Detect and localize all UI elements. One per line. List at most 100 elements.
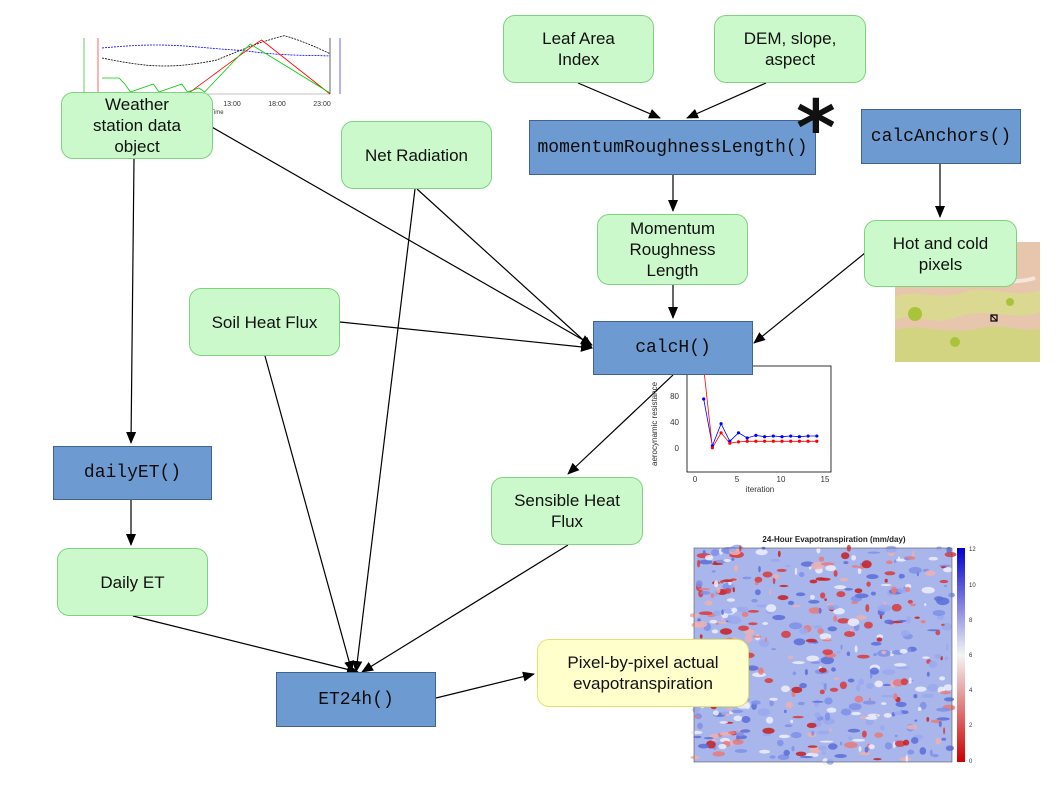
red-point [789,439,793,443]
et-map-patch [833,607,845,615]
et-map-patch [823,682,827,691]
et-map-patch [847,618,860,627]
xtick-0: 0 [693,475,698,484]
et-map-patch [849,628,853,632]
calc-h-function[interactable]: calcH() [593,321,753,375]
et-map-patch [718,743,727,750]
soil-heat-flux-node[interactable]: Soil Heat Flux [189,288,340,356]
red-point [745,439,749,443]
et-map-patch [817,628,824,634]
et-map-patch [915,686,927,692]
weather-station-node[interactable]: Weather station data object [61,92,213,159]
et-map-patch [777,595,789,601]
calc-anchors-function[interactable]: calcAnchors() [861,109,1021,164]
et-map-patch [690,755,700,760]
et-map-patch [711,739,717,742]
et-map-patch [795,751,807,757]
et-map-patch [911,737,919,744]
et-map-patch [754,582,759,586]
et-map-patch [904,557,910,561]
et-map-patch [926,671,930,677]
et-map-patch [776,568,787,572]
sensible-heat-flux-node[interactable]: Sensible Heat Flux [491,477,643,545]
et-map-patch [734,749,748,753]
hot-cold-pixels-node[interactable]: Hot and cold pixels [864,220,1017,287]
edge-dailyet-et24 [132,615,359,675]
et-map-patch [936,707,951,712]
daily-et-node[interactable]: Daily ET [57,548,208,616]
net-radiation-node[interactable]: Net Radiation [341,121,492,189]
et-map-patch [884,571,896,576]
et-map-patch [755,549,768,556]
et-map-patch [772,574,780,579]
et-map-patch [894,663,907,667]
blue-point [745,436,749,440]
et-map-patch [857,567,862,575]
et-map-patch [695,580,703,588]
edge-calch-sensible [567,374,674,475]
et-map-patch [839,681,847,690]
et-map-patch [855,615,867,620]
et-map-patch [699,611,713,615]
et-map-patch [741,716,751,723]
et-map-patch [921,693,934,698]
xtick-10: 10 [777,475,786,484]
et-map-patch [814,712,821,718]
et-map-patch [781,685,790,693]
et-map-patch [712,751,725,757]
et-map-patch [895,701,907,708]
et-map-patch [847,678,855,683]
et-map-patch [769,697,778,701]
et-map-patch [824,712,831,721]
momentum-roughness-length-node[interactable]: Momentum Roughness Length [597,214,748,285]
et-scale-12: 12 [969,547,976,553]
et-map-patch [819,577,831,581]
et-map-patch [732,739,744,745]
et-map-patch [944,697,955,702]
et-map-patch [851,565,859,568]
et-map-patch [692,706,700,713]
et-map-patch [861,560,872,569]
et-map-patch [898,619,908,622]
daily-et-function[interactable]: dailyET() [53,446,212,500]
et-map-patch [777,550,781,558]
et-map-patch [787,600,795,606]
et-map-patch [804,668,808,676]
edge-weather-calch [209,125,593,346]
et-map-patch [733,715,743,722]
weather-xlabel: Time [210,110,224,116]
et-map-patch [791,686,803,694]
et-map-patch [870,591,876,596]
blue-point [771,434,775,438]
iteration-plot-svg: aerocynamic resistance 0 40 80 0 5 10 15… [650,365,832,494]
pixel-actual-et-output-node[interactable]: Pixel-by-pixel actual evapotranspiration [537,639,749,707]
et-map-patch [711,562,724,566]
leaf-area-index-node[interactable]: Leaf Area Index [503,15,654,83]
et-map-patch [917,707,922,711]
et-map-patch [880,694,894,698]
et-map-patch [711,629,719,634]
et-map-patch [758,565,761,573]
et-map-patch [722,579,734,583]
et-map-patch [873,652,877,657]
et-map-patch [847,728,861,733]
dem-slope-aspect-node[interactable]: DEM, slope, aspect [714,15,866,83]
red-point [771,439,775,443]
et-map-patch [862,730,867,738]
et-map-patch [693,621,708,628]
et-map-patch [907,599,913,604]
et-map-patch [943,727,946,735]
et-map-patch [736,730,740,734]
momentum-roughness-length-function[interactable]: momentumRoughnessLength() [529,120,816,175]
et-map-patch [936,615,944,620]
et-map-patch [783,749,790,756]
et-map-patch [944,551,957,558]
et-map-patch [727,731,736,735]
et-map-patch [896,666,910,670]
et-map-patch [880,725,885,731]
et-map-patch [939,579,949,584]
xtick-5: 5 [735,475,740,484]
et-map-patch [744,634,753,643]
et24h-function[interactable]: ET24h() [276,672,436,727]
et-map-patch [711,570,716,573]
